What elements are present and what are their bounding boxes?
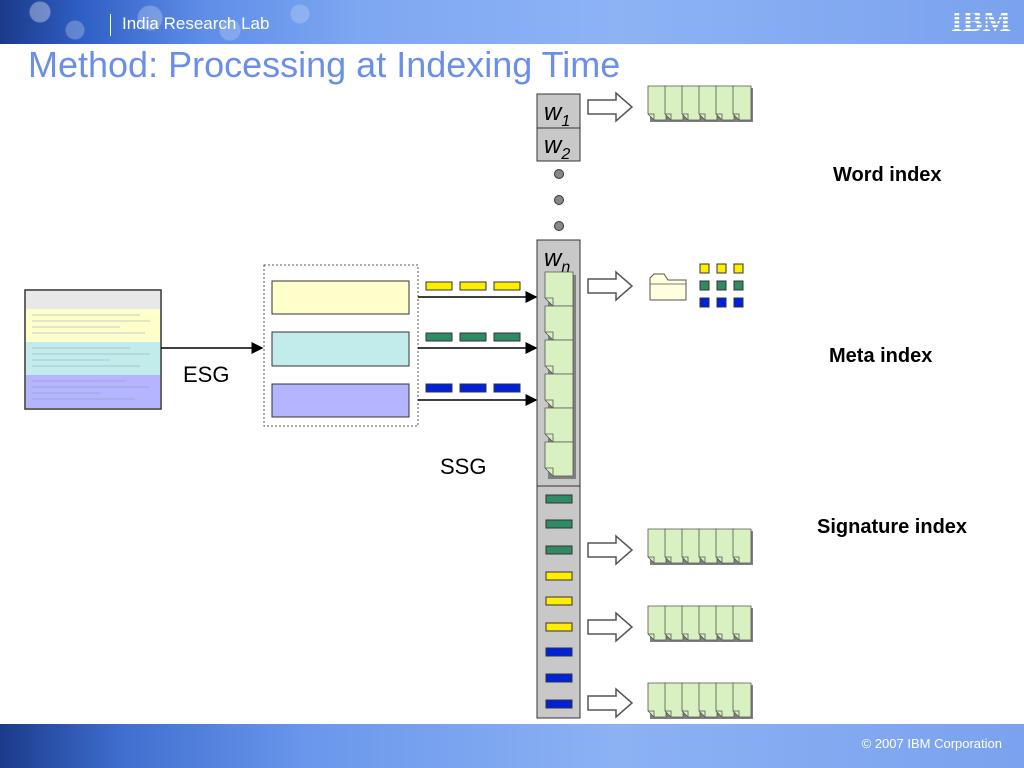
word-cell-w1 <box>536 93 581 129</box>
block-arrow-word-index <box>587 92 633 122</box>
block-arrow-signature-1 <box>587 535 633 565</box>
signature-stack <box>545 494 573 709</box>
posting-list-signature-1 <box>647 528 754 566</box>
signature-row-teal <box>418 332 538 354</box>
posting-list-signature-3 <box>647 682 754 720</box>
meta-doc-stack <box>544 271 577 480</box>
word-label-w2: w2 <box>544 132 570 163</box>
meta-index-label: Meta index <box>829 345 933 367</box>
ellipsis-dot <box>554 221 564 231</box>
signature-square-grid <box>699 263 744 308</box>
header-decoration <box>0 0 330 44</box>
footer-bar: © 2007 IBM Corporation <box>0 724 1024 768</box>
block-arrow-signature-2 <box>587 612 633 642</box>
lab-name: India Research Lab <box>122 14 270 33</box>
slide-title: Method: Processing at Indexing Time <box>28 44 621 85</box>
folder-icon <box>649 273 687 301</box>
signature-index-label: Signature index <box>817 516 968 538</box>
posting-list-signature-2 <box>647 605 754 643</box>
ibm-logo: IBM <box>951 5 1011 35</box>
ellipsis-dot <box>554 169 564 179</box>
signature-row-blue <box>418 383 538 406</box>
block-arrow-meta-index <box>587 271 633 301</box>
svg-text:IBM: IBM <box>951 5 1011 35</box>
signature-row-yellow <box>418 281 538 303</box>
ellipsis-dot <box>554 195 564 205</box>
segment-block-lavender <box>271 383 410 418</box>
block-arrow-signature-3 <box>587 688 633 718</box>
word-label-w1: w1 <box>544 99 570 130</box>
ssg-label: SSG <box>440 454 487 479</box>
posting-list-word <box>647 85 754 123</box>
email-document-thumbnail <box>24 289 162 410</box>
header-separator <box>110 14 111 36</box>
word-label-wn: wn <box>544 245 570 276</box>
header-bar: India Research Lab IBM <box>0 0 1024 44</box>
esg-label: ESG <box>183 362 230 387</box>
segment-block-yellow <box>271 280 410 315</box>
segment-group-box <box>263 264 419 427</box>
copyright-text: © 2007 IBM Corporation <box>861 736 1002 751</box>
word-index-label: Word index <box>833 164 942 186</box>
segment-block-teal <box>271 331 410 367</box>
word-cell-w2 <box>536 127 581 162</box>
